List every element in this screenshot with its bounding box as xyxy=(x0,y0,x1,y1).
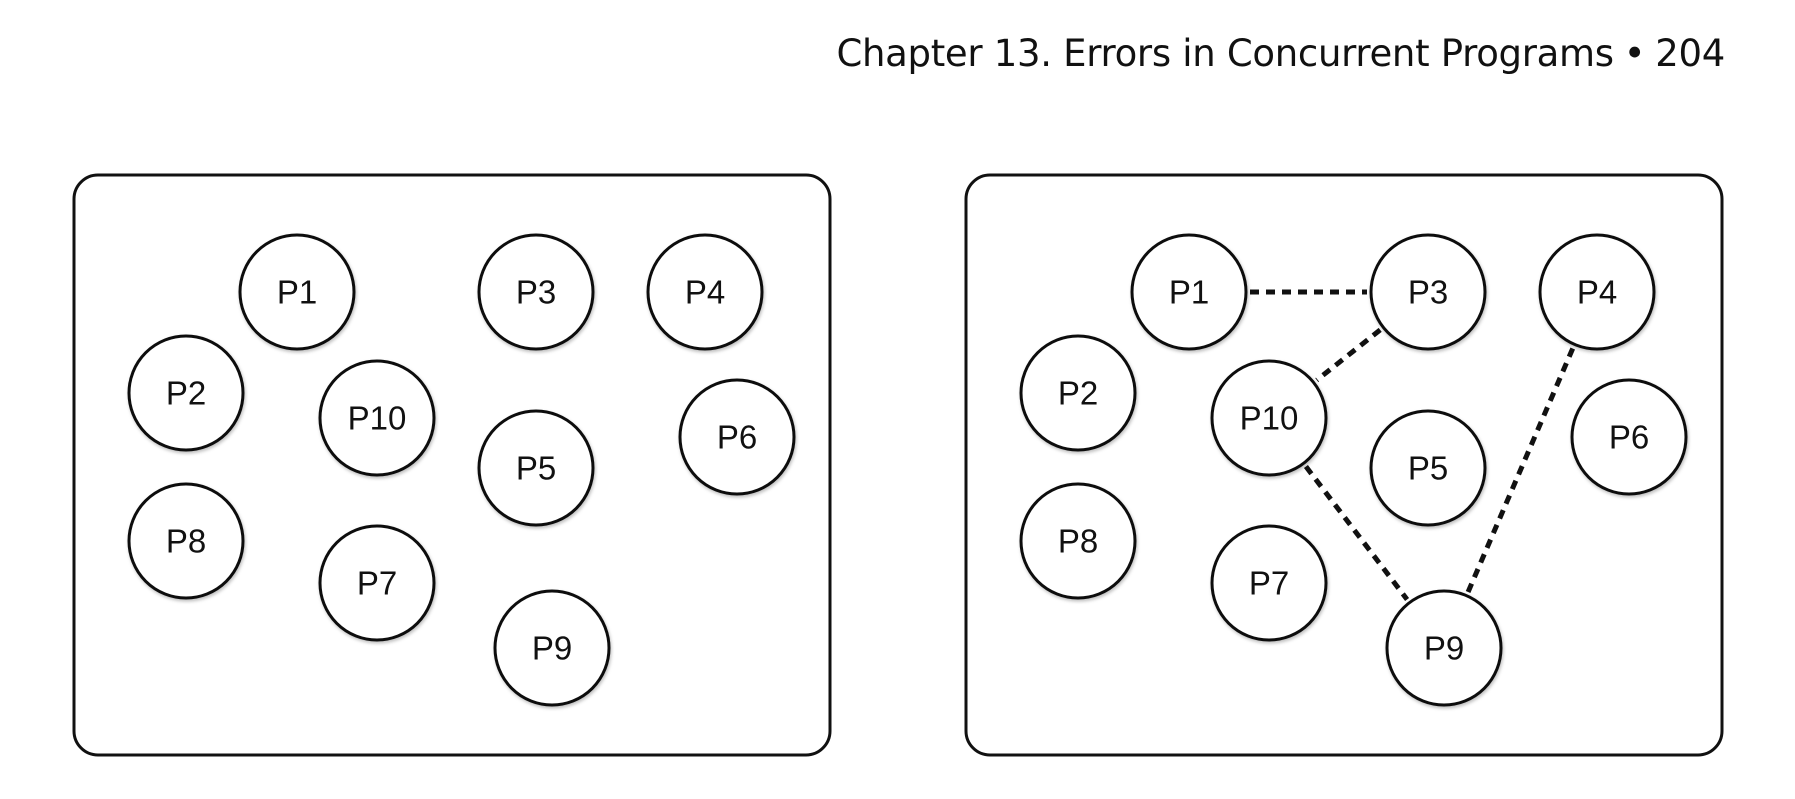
process-node-circle xyxy=(1369,233,1487,351)
process-node-label: P5 xyxy=(1408,450,1448,487)
process-node-p2: P2 xyxy=(127,334,245,452)
process-node-label: P10 xyxy=(1240,400,1299,437)
process-node-p7: P7 xyxy=(1210,524,1328,642)
process-node-label: P10 xyxy=(348,400,407,437)
process-node-p6: P6 xyxy=(1570,378,1688,496)
process-node-circle xyxy=(1385,589,1503,707)
process-node-p4: P4 xyxy=(646,233,764,351)
process-node-circle xyxy=(1570,378,1688,496)
process-node-circle xyxy=(493,589,611,707)
process-node-circle xyxy=(678,378,796,496)
edge-p9-p4 xyxy=(1465,347,1576,593)
process-node-p1: P1 xyxy=(1130,233,1248,351)
chapter-title: Chapter 13. Errors in Concurrent Program… xyxy=(836,32,1614,75)
process-node-label: P5 xyxy=(516,450,556,487)
process-node-circle xyxy=(127,482,245,600)
process-node-circle xyxy=(1019,482,1137,600)
process-node-circle xyxy=(127,334,245,452)
process-node-label: P9 xyxy=(532,630,572,667)
process-node-label: P4 xyxy=(685,274,725,311)
process-node-label: P6 xyxy=(717,419,757,456)
process-node-circle xyxy=(1210,524,1328,642)
process-node-p6: P6 xyxy=(678,378,796,496)
process-node-p7: P7 xyxy=(318,524,436,642)
process-node-label: P2 xyxy=(1058,375,1098,412)
process-node-p4: P4 xyxy=(1538,233,1656,351)
process-node-label: P1 xyxy=(1169,274,1209,311)
process-node-circle xyxy=(477,233,595,351)
process-node-label: P8 xyxy=(1058,523,1098,560)
process-node-p9: P9 xyxy=(493,589,611,707)
process-node-p10: P10 xyxy=(318,359,436,477)
process-node-label: P2 xyxy=(166,375,206,412)
edge-p3-p10 xyxy=(1315,327,1382,383)
process-node-p10: P10 xyxy=(1210,359,1328,477)
process-node-circle xyxy=(1130,233,1248,351)
process-node-label: P8 xyxy=(166,523,206,560)
process-node-circle xyxy=(238,233,356,351)
process-node-p5: P5 xyxy=(477,409,595,527)
process-node-circle xyxy=(1538,233,1656,351)
process-node-label: P4 xyxy=(1577,274,1617,311)
process-node-label: P7 xyxy=(357,565,397,602)
process-node-circle xyxy=(318,524,436,642)
process-node-circle xyxy=(1019,334,1137,452)
process-node-p8: P8 xyxy=(127,482,245,600)
process-node-p8: P8 xyxy=(1019,482,1137,600)
process-node-circle xyxy=(318,359,436,477)
process-node-label: P9 xyxy=(1424,630,1464,667)
process-node-p2: P2 xyxy=(1019,334,1137,452)
edge-p10-p9 xyxy=(1303,465,1410,601)
process-node-label: P7 xyxy=(1249,565,1289,602)
process-node-label: P6 xyxy=(1609,419,1649,456)
process-node-circle xyxy=(1210,359,1328,477)
process-node-circle xyxy=(646,233,764,351)
header-separator: • xyxy=(1623,32,1646,75)
process-node-circle xyxy=(1369,409,1487,527)
running-header: Chapter 13. Errors in Concurrent Program… xyxy=(836,32,1725,75)
page-number: 204 xyxy=(1655,32,1725,75)
process-node-p9: P9 xyxy=(1385,589,1503,707)
process-node-label: P3 xyxy=(516,274,556,311)
process-node-p5: P5 xyxy=(1369,409,1487,527)
process-node-circle xyxy=(477,409,595,527)
process-node-label: P3 xyxy=(1408,274,1448,311)
process-node-p3: P3 xyxy=(477,233,595,351)
edges-layer xyxy=(1250,289,1576,601)
process-node-p1: P1 xyxy=(238,233,356,351)
process-node-p3: P3 xyxy=(1369,233,1487,351)
process-node-label: P1 xyxy=(277,274,317,311)
